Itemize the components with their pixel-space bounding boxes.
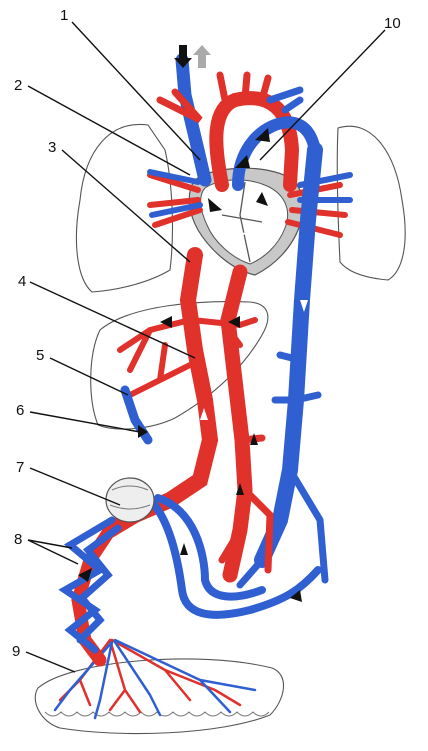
label-8: 8 xyxy=(14,531,22,548)
label-3: 3 xyxy=(48,139,56,156)
right-lung-outline xyxy=(76,124,172,292)
umbilicus-ring xyxy=(106,478,154,522)
label-4: 4 xyxy=(18,273,26,290)
placenta-disc xyxy=(35,659,283,734)
label-1: 1 xyxy=(60,7,68,24)
arrow-ua-loop xyxy=(180,543,188,555)
label-10: 10 xyxy=(384,15,401,32)
arrow-out-up xyxy=(193,45,211,68)
label-5: 5 xyxy=(36,347,44,364)
label-7: 7 xyxy=(16,459,24,476)
placenta xyxy=(35,640,283,734)
label-2: 2 xyxy=(14,77,22,94)
label-9: 9 xyxy=(12,643,20,660)
leader-9 xyxy=(26,652,75,672)
umbilicus xyxy=(106,478,154,522)
leader-7 xyxy=(30,468,120,505)
arrow-aorta-down-2 xyxy=(293,520,301,532)
left-lung-outline xyxy=(337,126,405,280)
label-6: 6 xyxy=(16,402,24,419)
